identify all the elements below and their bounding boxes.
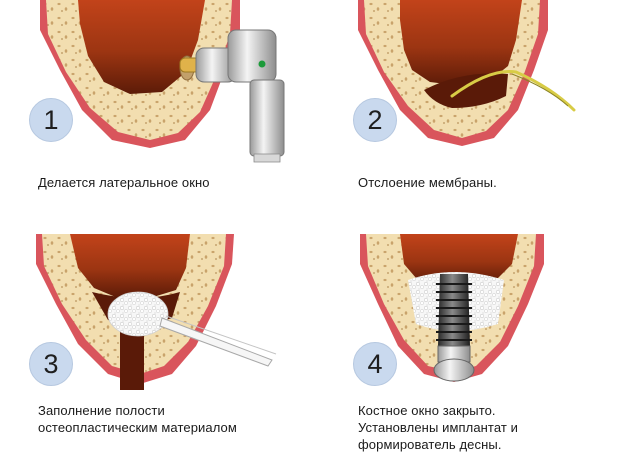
step-1-illustration — [40, 0, 285, 163]
step-1-caption: Делается латеральное окно — [38, 175, 210, 190]
step-1-panel: 1 Делается латеральное окно — [0, 0, 312, 234]
step-2-number-badge: 2 — [353, 98, 397, 142]
step-3-number: 3 — [43, 348, 59, 379]
step-1-number-badge: 1 — [29, 98, 73, 142]
step-1-number: 1 — [43, 104, 59, 135]
graft-material — [107, 291, 169, 337]
step-3-caption: Заполнение полости остеопластическим мат… — [38, 403, 237, 435]
dental-handpiece — [179, 29, 285, 163]
graft-syringe — [159, 317, 273, 367]
step-3-illustration — [36, 234, 277, 390]
step-2-illustration — [358, 0, 576, 146]
maxillary-sinus — [70, 234, 190, 298]
step-3-panel: 3 Заполнение полости остеопластическим м… — [0, 234, 312, 468]
periosteal-elevator — [450, 70, 576, 112]
step-2-caption: Отслоение мембраны. — [358, 175, 497, 190]
elevated-membrane-space — [424, 73, 508, 108]
healing-abutment — [433, 345, 475, 382]
maxillary-sinus — [400, 234, 518, 284]
dental-implant — [436, 274, 472, 346]
step-3-number-badge: 3 — [29, 342, 73, 386]
step-4-number: 4 — [367, 348, 383, 379]
step-2-panel: 2 Отслоение мембраны. — [312, 0, 624, 234]
step-4-illustration — [360, 234, 544, 382]
maxillary-sinus — [400, 0, 522, 86]
maxillary-sinus — [78, 0, 205, 94]
step-2-number: 2 — [367, 104, 383, 135]
step-4-caption: Костное окно закрыто. Установлены имплан… — [358, 403, 519, 452]
step-4-number-badge: 4 — [353, 342, 397, 386]
step-4-panel: 4 Костное окно закрыто. Установлены импл… — [312, 234, 624, 468]
